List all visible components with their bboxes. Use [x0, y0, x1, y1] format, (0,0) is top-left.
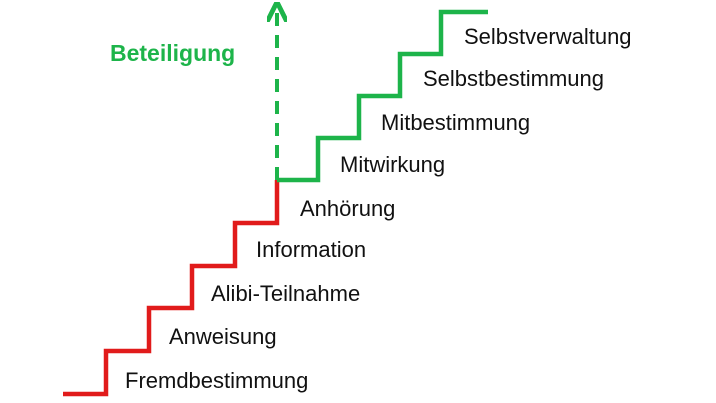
step-label-selbstverwaltung: Selbstverwaltung	[464, 24, 632, 49]
step-label-mitbestimmung: Mitbestimmung	[381, 110, 530, 135]
step-label-information: Information	[256, 237, 366, 262]
participation-staircase-line	[277, 9, 488, 183]
step-label-anhoerung: Anhörung	[300, 196, 395, 221]
step-label-anweisung: Anweisung	[169, 324, 277, 349]
step-label-fremdbestimmung: Fremdbestimmung	[125, 368, 308, 393]
non-participation-staircase-line	[63, 180, 280, 397]
step-label-alibi-teilnahme: Alibi-Teilnahme	[211, 281, 360, 306]
step-label-selbstbestimmung: Selbstbestimmung	[423, 66, 604, 91]
step-label-mitwirkung: Mitwirkung	[340, 152, 445, 177]
participation-axis-title: Beteiligung	[110, 40, 235, 66]
